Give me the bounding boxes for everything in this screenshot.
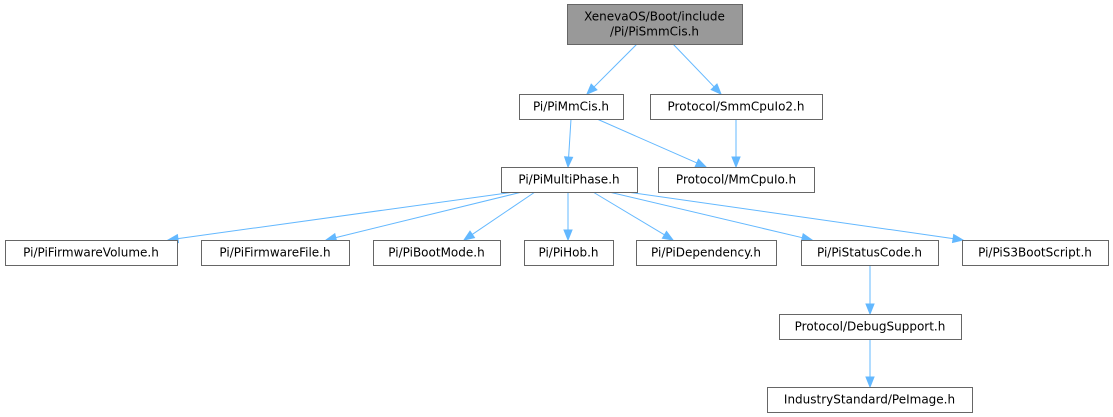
node-label: Pi/PiFirmwareFile.h	[219, 246, 330, 260]
edge-line	[568, 118, 572, 158]
edge-root-to-pimmcis	[586, 43, 638, 95]
edge-pimultiphase-to-pifirmwarevolume	[166, 191, 515, 244]
edges-layer	[166, 43, 965, 389]
node-label: Pi/PiStatusCode.h	[817, 246, 922, 260]
edge-arrowhead	[731, 156, 741, 169]
edge-arrowhead	[694, 158, 708, 168]
edge-debugsupport-to-peimage	[865, 339, 875, 389]
node-box	[767, 387, 973, 413]
edge-line	[672, 43, 715, 88]
node-box	[962, 240, 1109, 266]
node-label: Pi/PiDependency.h	[651, 246, 761, 260]
edge-pimmcis-to-mmcpuio	[596, 118, 708, 168]
node-box	[373, 240, 501, 266]
edge-line	[608, 191, 803, 239]
node-pimmcis[interactable]: Pi/PiMmCis.h	[519, 94, 624, 120]
node-box	[658, 167, 815, 193]
node-pifirmwarefile[interactable]: Pi/PiFirmwareFile.h	[201, 240, 350, 266]
node-label: Protocol/MmCpuIo.h	[676, 173, 796, 187]
node-label: Pi/PiFirmwareVolume.h	[23, 246, 159, 260]
node-label: IndustryStandard/PeImage.h	[784, 393, 955, 407]
edge-arrowhead	[661, 230, 675, 241]
node-smmcpuio2[interactable]: Protocol/SmmCpuIo2.h	[650, 94, 823, 120]
node-box	[650, 94, 823, 120]
node-root: XenevaOS/Boot/include/Pi/PiSmmCis.h	[567, 4, 743, 45]
edge-arrowhead	[951, 233, 965, 244]
node-label: Pi/PiS3BootScript.h	[978, 246, 1092, 260]
edge-pimultiphase-to-pistatuscode	[608, 191, 814, 243]
edge-pimultiphase-to-pidependency	[592, 191, 675, 241]
node-box	[201, 240, 350, 266]
edge-pimultiphase-to-pihob	[563, 192, 573, 242]
node-box	[636, 240, 777, 266]
edge-line	[177, 191, 515, 240]
node-label: Pi/PiBootMode.h	[388, 246, 484, 260]
node-label: Protocol/SmmCpuIo2.h	[668, 100, 805, 114]
node-label: Pi/PiHob.h	[538, 246, 598, 260]
node-label: Pi/PiMmCis.h	[533, 100, 609, 114]
edge-line	[472, 191, 536, 235]
edge-line	[626, 191, 954, 240]
edge-pistatuscode-to-debugsupport	[865, 265, 875, 316]
node-box	[524, 240, 614, 266]
edge-arrowhead	[462, 230, 476, 241]
edge-arrowhead	[865, 303, 875, 316]
edge-pimultiphase-to-pis3bootscript	[626, 191, 965, 244]
edge-pimultiphase-to-pifirmwarefile	[324, 191, 523, 243]
node-mmcpuio[interactable]: Protocol/MmCpuIo.h	[658, 167, 815, 193]
edge-root-to-smmcpuio2	[672, 43, 722, 95]
node-box	[779, 314, 962, 340]
node-pistatuscode[interactable]: Pi/PiStatusCode.h	[801, 240, 939, 266]
node-label: XenevaOS/Boot/include	[584, 10, 725, 24]
node-pihob[interactable]: Pi/PiHob.h	[524, 240, 614, 266]
node-pidependency[interactable]: Pi/PiDependency.h	[636, 240, 777, 266]
edge-arrowhead	[865, 376, 875, 389]
node-box	[501, 167, 638, 193]
node-label: Pi/PiMultiPhase.h	[518, 173, 619, 187]
edge-arrowhead	[563, 229, 573, 242]
edge-line	[592, 191, 665, 236]
edge-arrowhead	[563, 156, 574, 169]
node-box	[567, 4, 743, 45]
nodes-layer: XenevaOS/Boot/include/Pi/PiSmmCis.hPi/Pi…	[5, 4, 1109, 413]
edge-line	[335, 191, 523, 239]
node-box	[801, 240, 939, 266]
edge-line	[593, 43, 638, 88]
node-box	[5, 240, 178, 266]
node-piblootmode[interactable]: Pi/PiBootMode.h	[373, 240, 501, 266]
node-debugsupport[interactable]: Protocol/DebugSupport.h	[779, 314, 962, 340]
node-label: /Pi/PiSmmCis.h	[610, 25, 699, 39]
edge-smmcpuio2-to-mmcpuio	[731, 119, 741, 169]
node-label: Protocol/DebugSupport.h	[795, 320, 946, 334]
edge-arrowhead	[710, 83, 722, 95]
node-pis3bootscript[interactable]: Pi/PiS3BootScript.h	[962, 240, 1109, 266]
edge-pimultiphase-to-piblootmode	[462, 191, 536, 241]
node-pifirmwarevolume[interactable]: Pi/PiFirmwareVolume.h	[5, 240, 178, 266]
edge-line	[596, 118, 698, 164]
edge-pimmcis-to-pimultiphase	[563, 118, 574, 169]
node-box	[519, 94, 624, 120]
edge-arrowhead	[586, 83, 598, 95]
node-pimultiphase[interactable]: Pi/PiMultiPhase.h	[501, 167, 638, 193]
node-peimage[interactable]: IndustryStandard/PeImage.h	[767, 387, 973, 413]
